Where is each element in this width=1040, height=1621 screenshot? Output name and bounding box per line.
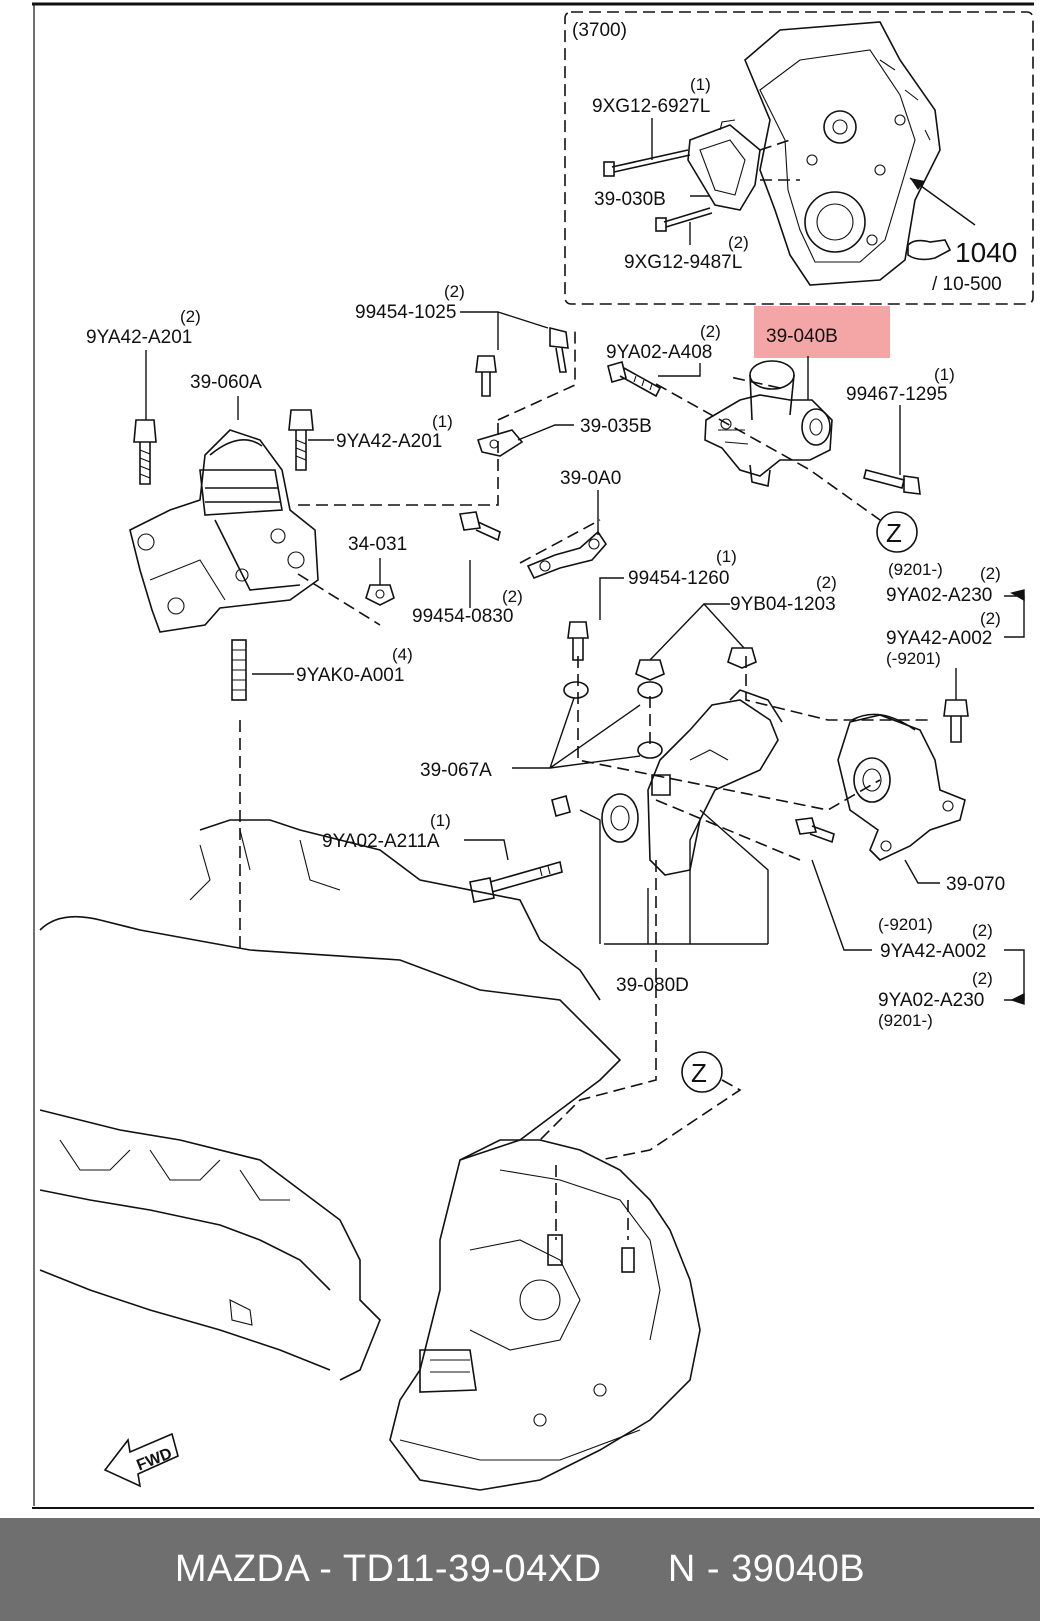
parts-diagram: (3700) (1) 9XG12-6927L 39-030B (2) 9XG12… bbox=[32, 2, 1034, 1509]
label-34-031: 34-031 bbox=[348, 534, 407, 555]
supersession-9201-d: (9201-) bbox=[878, 1011, 933, 1030]
part-39-067a-washers bbox=[563, 681, 663, 759]
part-9yb04-1203-nuts bbox=[635, 647, 757, 681]
label-9ya02-a408: 9YA02-A408 bbox=[606, 342, 712, 363]
label-39-040b: 39-040B bbox=[766, 326, 838, 347]
inset-ref: (3700) bbox=[572, 20, 627, 41]
qty-99454-1260: (1) bbox=[716, 547, 737, 566]
qty-9xg12-9487l: (2) bbox=[728, 233, 749, 252]
part-99467-1295-bolt bbox=[863, 469, 921, 495]
label-9yb04-1203: 9YB04-1203 bbox=[730, 594, 836, 615]
leader-lines bbox=[145, 311, 1025, 1005]
label-9ya02-a230-bot: 9YA02-A230 bbox=[878, 990, 984, 1011]
label-9xg12-6927l: 9XG12-6927L bbox=[592, 96, 710, 117]
qty-9ya42-a201-mid: (1) bbox=[432, 412, 453, 431]
label-99467-1295: 99467-1295 bbox=[846, 384, 947, 405]
part-9yak0-a001-stud bbox=[231, 639, 247, 701]
part-39-080d-bracket bbox=[601, 689, 783, 876]
label-9ya42-a002-bot: 9YA42-A002 bbox=[880, 941, 986, 962]
ref-z-bottom-text: Z bbox=[691, 1058, 707, 1088]
ref-z-top-text: Z bbox=[886, 518, 902, 548]
fwd-arrow-icon bbox=[103, 1432, 179, 1488]
label-99454-1025: 99454-1025 bbox=[355, 302, 456, 323]
supersession-9201-c: (-9201) bbox=[878, 915, 933, 934]
part-34-031-nut bbox=[365, 584, 395, 606]
part-info-bar: MAZDA - TD11-39-04XD N - 39040B bbox=[0, 1518, 1040, 1621]
qty-9xg12-6927l: (1) bbox=[690, 75, 711, 94]
supersession-9201-b: (-9201) bbox=[886, 649, 941, 668]
part-9ya42-a002-bottom-bolt bbox=[794, 817, 835, 844]
inset-3700 bbox=[564, 11, 1034, 305]
label-39-070: 39-070 bbox=[946, 874, 1005, 895]
spacer bbox=[602, 1548, 668, 1591]
part-39-060a-engine-mount bbox=[129, 429, 319, 633]
part-99454-1025-bolts bbox=[475, 326, 569, 397]
part-9ya02-a408-bolt bbox=[607, 361, 662, 398]
qty-9ya02-a408: (2) bbox=[700, 322, 721, 341]
figure-number: 1040 bbox=[955, 237, 1017, 268]
part-9ya02-a211a-bolt bbox=[469, 795, 571, 903]
part-9ya42-a002-top-bolt bbox=[943, 699, 969, 743]
label-39-0a0: 39-0A0 bbox=[560, 468, 621, 489]
qty-9ya02-a230-bot: (2) bbox=[972, 969, 993, 988]
qty-9ya42-a201-left: (2) bbox=[180, 307, 201, 326]
assembly-dashed-lines bbox=[239, 330, 930, 1240]
supersession-9201-a: (9201-) bbox=[888, 560, 943, 579]
label-39-030b: 39-030B bbox=[594, 189, 666, 210]
transmission-outline bbox=[389, 1139, 701, 1491]
label-9ya42-a201-mid: 9YA42-A201 bbox=[336, 431, 442, 452]
label-39-080d: 39-080D bbox=[616, 975, 689, 996]
figure-subref: / 10-500 bbox=[932, 274, 1002, 295]
part-39-040b-mount bbox=[704, 360, 833, 487]
qty-9ya02-a211a: (1) bbox=[430, 811, 451, 830]
ref-circle-z-bottom bbox=[681, 1051, 723, 1093]
label-9ya02-a211a: 9YA02-A211A bbox=[322, 831, 440, 852]
qty-9ya42-a002-bot: (2) bbox=[972, 921, 993, 940]
label-99454-0830: 99454-0830 bbox=[412, 606, 513, 627]
part-99454-0830-bolt bbox=[459, 511, 501, 542]
engine-outline bbox=[39, 819, 622, 1381]
part-39-0a0-bracket bbox=[526, 530, 608, 580]
label-39-060a: 39-060A bbox=[190, 372, 262, 393]
part-39-070-trans-mount bbox=[837, 713, 966, 861]
label-39-035b: 39-035B bbox=[580, 416, 652, 437]
part-9ya42-a201-left-bolt bbox=[133, 419, 157, 485]
label-9ya42-a002-top: 9YA42-A002 bbox=[886, 628, 992, 649]
part-39-035b-bracket bbox=[476, 429, 524, 457]
qty-99454-0830: (2) bbox=[502, 587, 523, 606]
label-9ya02-a230-top: 9YA02-A230 bbox=[886, 585, 992, 606]
qty-99454-1025: (2) bbox=[444, 282, 465, 301]
make-part-number: MAZDA - TD11-39-04XD bbox=[174, 1548, 602, 1590]
label-9ya42-a201-left: 9YA42-A201 bbox=[86, 327, 192, 348]
qty-99467-1295: (1) bbox=[934, 365, 955, 384]
fwd-text: FWD bbox=[134, 1445, 174, 1474]
label-39-067a: 39-067A bbox=[420, 760, 492, 781]
label-99454-1260: 99454-1260 bbox=[628, 568, 729, 589]
part-99454-1260-bolt bbox=[567, 621, 589, 661]
ref-circle-z-top bbox=[876, 511, 918, 553]
highlight-39-040b bbox=[754, 306, 890, 358]
qty-9ya42-a002-top: (2) bbox=[980, 609, 1001, 628]
label-9yak0-a001: 9YAK0-A001 bbox=[296, 665, 404, 686]
part-9ya42-a201-mid-bolt bbox=[288, 409, 314, 471]
qty-9ya02-a230-top: (2) bbox=[980, 564, 1001, 583]
qty-9yak0-a001: (4) bbox=[392, 645, 413, 664]
label-9xg12-9487l: 9XG12-9487L bbox=[624, 252, 742, 273]
qty-9yb04-1203: (2) bbox=[816, 573, 837, 592]
inset-leaders bbox=[651, 118, 710, 245]
reference-number: N - 39040B bbox=[667, 1548, 866, 1590]
